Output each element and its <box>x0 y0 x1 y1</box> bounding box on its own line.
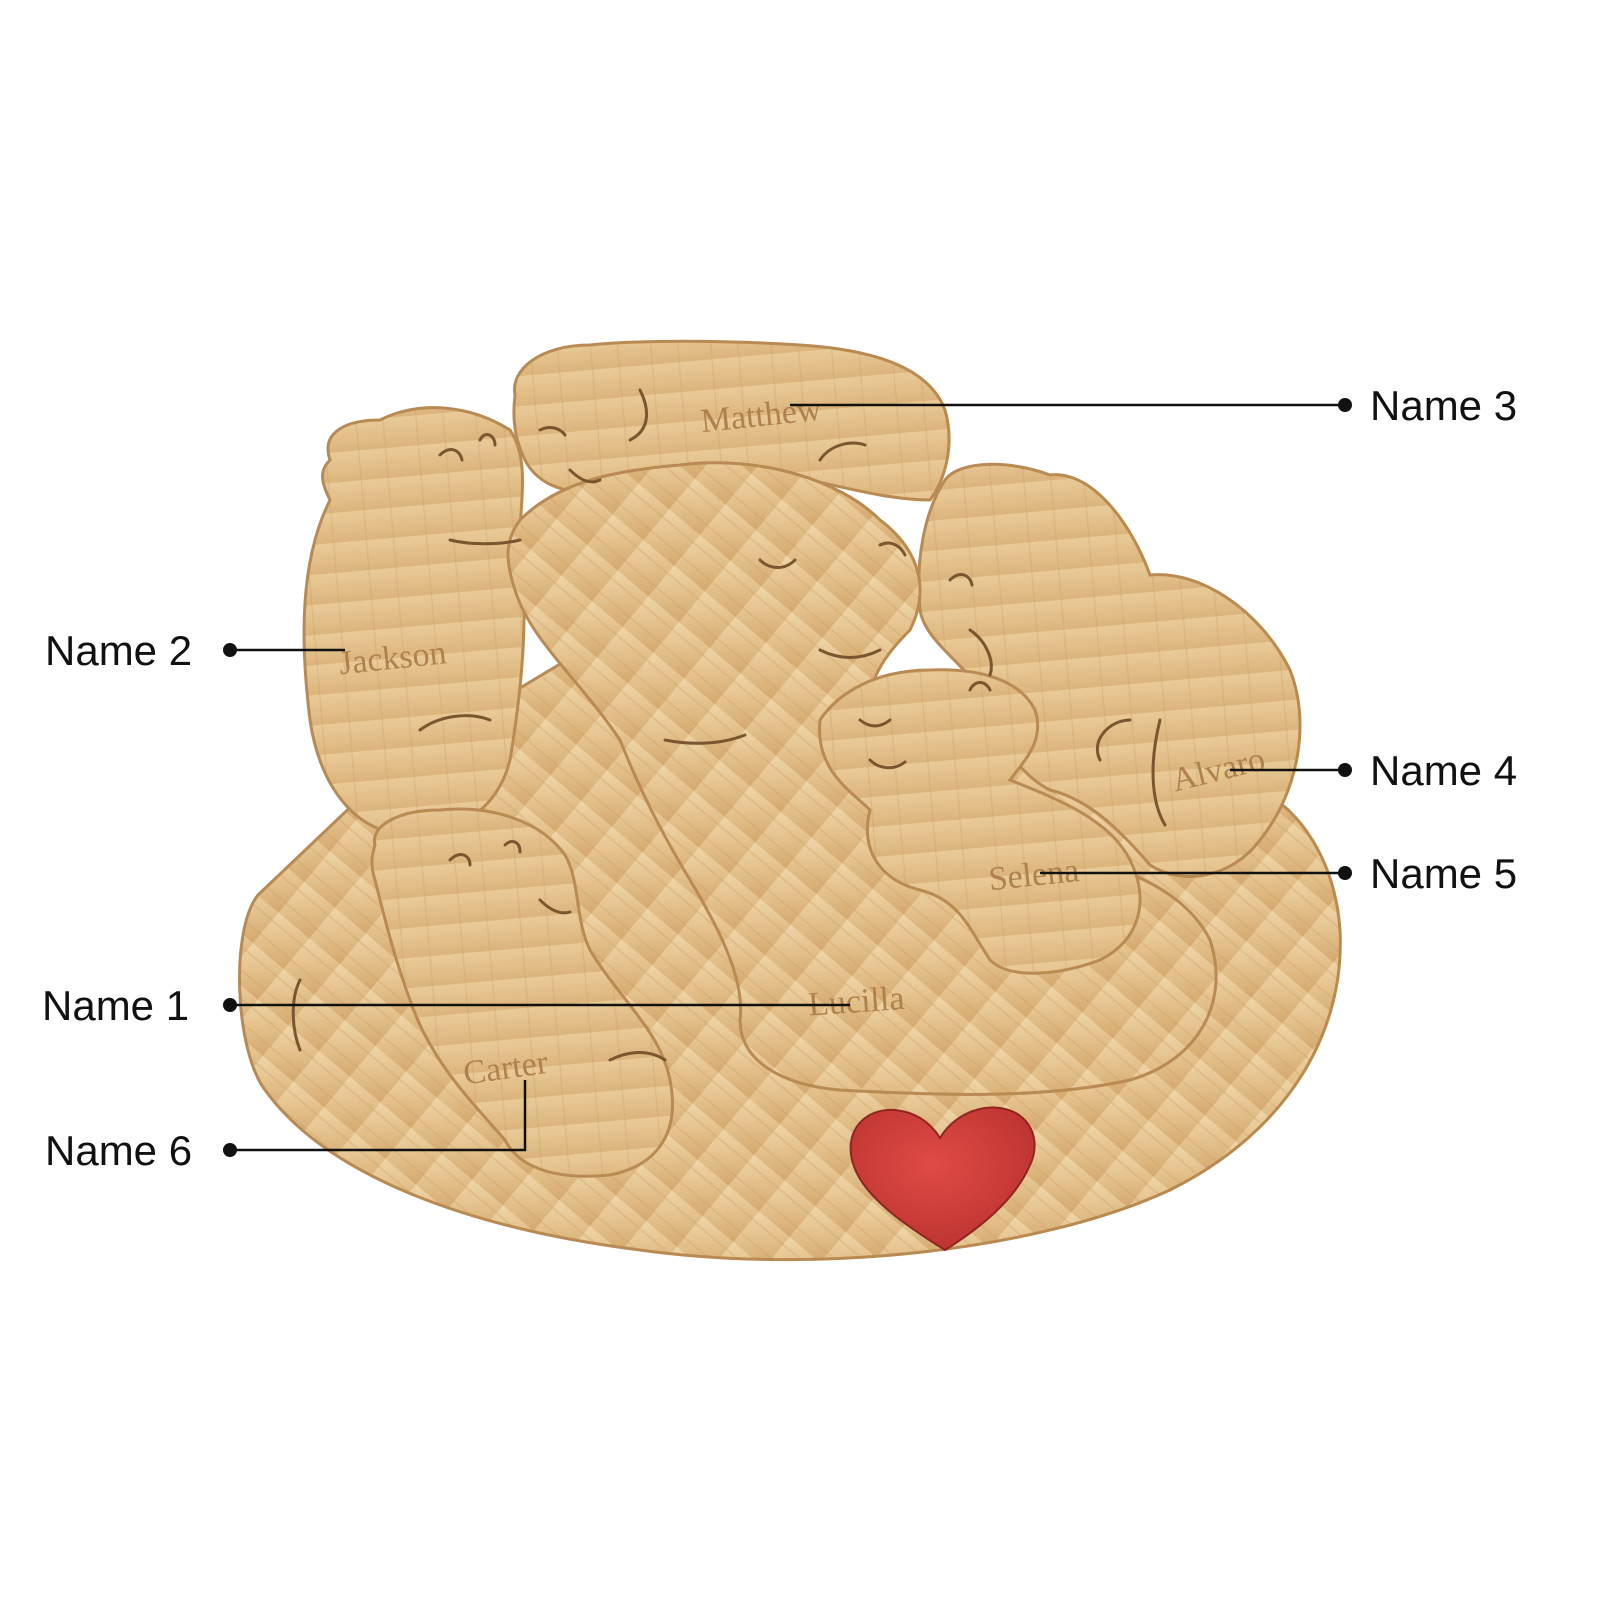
callout-label-name2: Name 2 <box>45 627 192 674</box>
carved-details <box>291 388 1167 1062</box>
callout-label-name6: Name 6 <box>45 1127 192 1174</box>
callout-name4: Name 4 <box>1230 747 1517 794</box>
alvaro-bear-piece <box>917 462 1302 878</box>
callout-label-name1: Name 1 <box>42 982 189 1029</box>
callout-name6: Name 6 <box>45 1080 527 1174</box>
callout-name5: Name 5 <box>1040 850 1517 897</box>
callout-label-name4: Name 4 <box>1370 747 1517 794</box>
red-heart-piece <box>849 1106 1036 1252</box>
carter-bear-piece <box>370 807 674 1178</box>
callout-label-name5: Name 5 <box>1370 850 1517 897</box>
callout-name3: Name 3 <box>790 382 1517 429</box>
callout-name1: Name 1 <box>42 982 850 1029</box>
jackson-bear-piece <box>302 406 526 837</box>
engraved-name-lucilla: Lucilla <box>807 980 906 1024</box>
callout-name2: Name 2 <box>45 627 345 674</box>
callout-label-name3: Name 3 <box>1370 382 1517 429</box>
